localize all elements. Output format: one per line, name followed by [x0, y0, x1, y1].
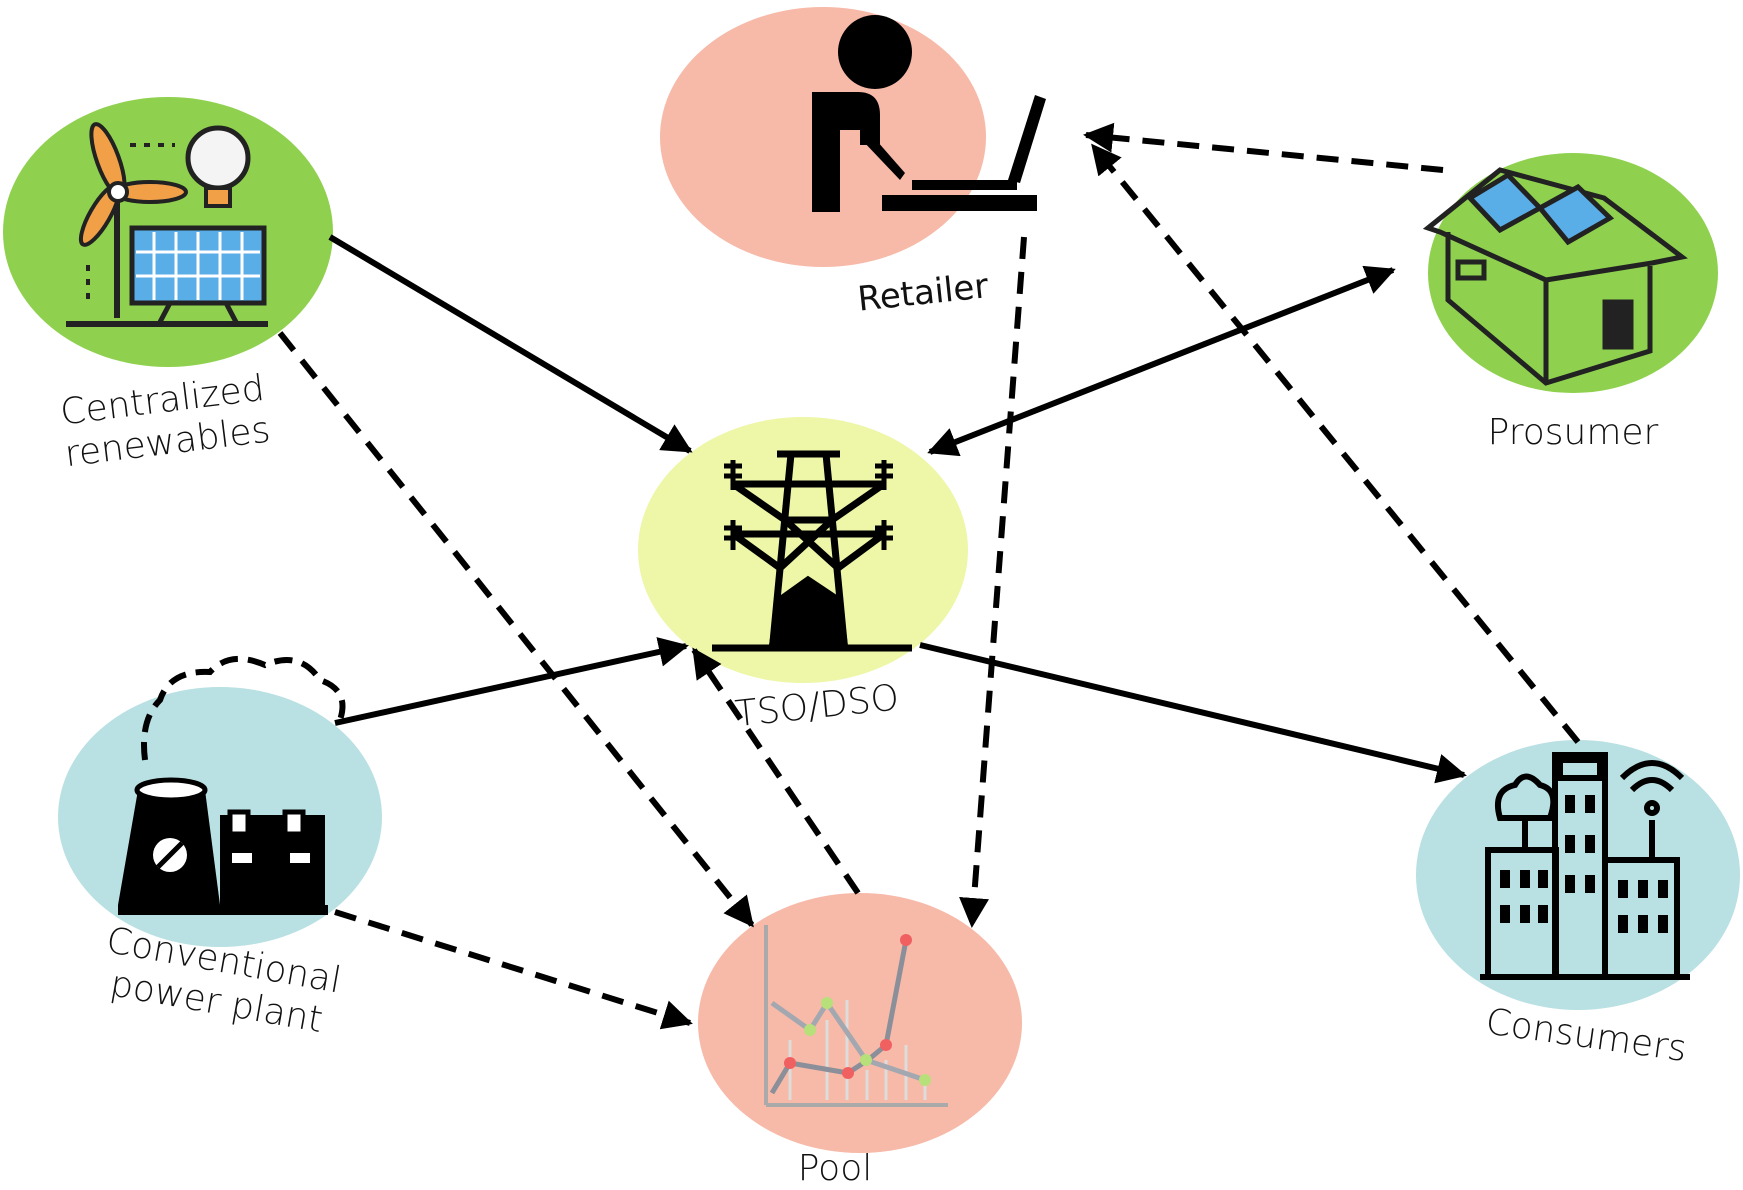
city-buildings-icon	[1480, 752, 1690, 980]
solar-house-icon	[1422, 167, 1688, 386]
dashed-arrow-consumers-to-retailer	[1090, 143, 1581, 744]
dashed-arrow-renewables-to-pool	[277, 331, 755, 928]
wind-solar-bulb-icon	[66, 122, 268, 327]
arrow-tso-to-consumers	[919, 642, 1467, 784]
dashed-arrow-conventional-to-pool	[334, 909, 693, 1030]
dashed-arrow-retailer-to-pool	[959, 236, 1027, 928]
pool-node	[698, 893, 1022, 1153]
transmission-tower-icon	[712, 450, 912, 652]
market-chart-icon	[764, 925, 948, 1107]
dashed-arrow-prosumer-to-retailer	[1083, 122, 1444, 173]
pool-label: Pool	[797, 1148, 873, 1189]
power-plant-icon	[118, 655, 346, 915]
arrow-conventional-to-tso	[334, 637, 689, 726]
prosumer-label: Prosumer	[1487, 412, 1659, 453]
person-at-laptop-icon	[812, 15, 1046, 212]
dashed-arrow-pool-to-tso	[691, 647, 861, 895]
arrow-renewables-to-tso	[328, 234, 693, 454]
